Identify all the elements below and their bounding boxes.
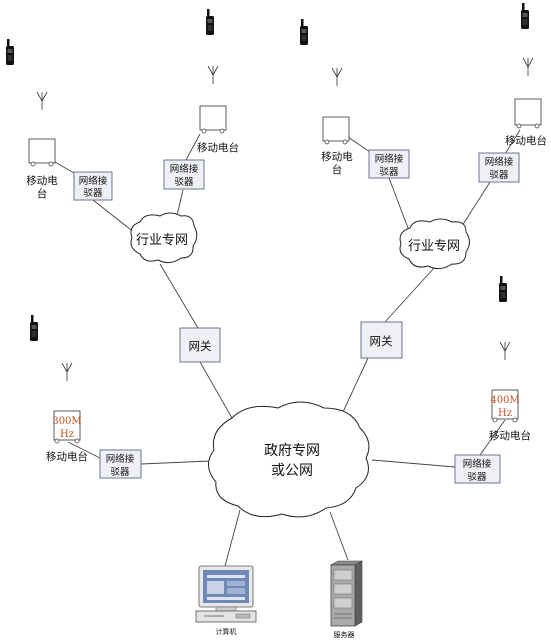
- transceiver-label: 网络接: [485, 156, 514, 168]
- antenna-icon: [499, 341, 511, 361]
- transceiver-label: 驳器: [467, 472, 487, 483]
- gateway-box: 网关: [179, 327, 221, 363]
- industry-network-label: 行业专网: [136, 233, 188, 248]
- wire: [54, 161, 75, 174]
- government-network-label: 或公网: [271, 463, 313, 479]
- antenna-icon: [522, 57, 534, 77]
- frequency-label: 400M: [490, 395, 519, 406]
- industry-network-label: 行业专网: [408, 239, 460, 254]
- industry-network-cloud: 行业专网: [399, 218, 470, 270]
- mobile-station-mr: 400M Hz 移动电台: [489, 341, 531, 442]
- transceiver-label: 驳器: [83, 188, 103, 199]
- mobile-station-tr1: 移动电 台: [321, 67, 353, 176]
- mobile-station-label: 移动电台: [505, 134, 547, 147]
- mobile-station-label: 台: [37, 187, 48, 200]
- radio-unit-icon: [28, 138, 56, 164]
- mobile-station-label: 台: [332, 163, 343, 176]
- mobile-station-tr2: 移动电台: [505, 57, 547, 147]
- mobile-station-ml: 300M Hz 移动电台: [46, 362, 88, 463]
- wire: [371, 459, 456, 468]
- wire: [388, 177, 409, 229]
- wire: [140, 460, 211, 465]
- transceiver-label: 网络接: [106, 453, 135, 465]
- wire: [67, 441, 101, 459]
- wire: [224, 509, 241, 567]
- gateway-box: 网关: [360, 321, 403, 359]
- wire: [504, 129, 521, 155]
- transceiver-box: 网络接 驳器: [99, 449, 142, 479]
- wire: [479, 419, 506, 456]
- transceiver-label: 网络接: [463, 458, 492, 470]
- transceiver-box: 网络接 驳器: [478, 152, 520, 183]
- transceiver-label: 驳器: [110, 467, 130, 478]
- transceiver-label: 驳器: [174, 177, 194, 188]
- handheld-radio-icon: [498, 275, 508, 303]
- computer-label: 计算机: [216, 627, 237, 636]
- frequency-label: 300M: [52, 416, 81, 427]
- wire: [92, 199, 136, 234]
- mobile-station-label: 移动电台: [197, 141, 239, 154]
- transceiver-box: 网络接 驳器: [368, 149, 410, 179]
- gateway-label: 网关: [370, 334, 393, 348]
- computer-icon: 计算机: [195, 565, 257, 636]
- transceiver-label: 网络接: [375, 153, 404, 165]
- mobile-station-tl1: 移动电 台: [26, 91, 58, 200]
- frequency-label: Hz: [60, 429, 74, 440]
- wire: [329, 511, 349, 561]
- wire: [159, 263, 199, 329]
- radio-unit-icon: [199, 105, 227, 131]
- transceiver-label: 驳器: [379, 167, 399, 178]
- government-network-cloud: 政府专网 或公网: [208, 401, 370, 518]
- wire: [199, 361, 233, 419]
- mobile-station-label: 移动电台: [46, 450, 88, 463]
- wire: [342, 357, 369, 413]
- transceiver-box: 网络接 驳器: [73, 171, 113, 201]
- wire: [461, 181, 491, 227]
- radio-unit-icon: [53, 410, 81, 441]
- wire: [185, 133, 201, 161]
- gateway-label: 网关: [189, 339, 212, 353]
- handheld-radio-icon: [520, 2, 530, 30]
- antenna-icon: [61, 362, 73, 382]
- handheld-radio-icon: [29, 314, 39, 342]
- transceiver-label: 网络接: [170, 163, 199, 175]
- mobile-station-label: 移动电: [321, 150, 353, 163]
- handheld-radio-icon: [5, 38, 15, 66]
- radio-unit-icon: [322, 116, 350, 142]
- server-label: 服务器: [334, 630, 355, 639]
- antenna-icon: [36, 91, 48, 111]
- radio-unit-icon: [514, 98, 542, 126]
- antenna-icon: [331, 67, 343, 87]
- mobile-station-label: 移动电: [26, 174, 58, 187]
- antenna-icon: [207, 65, 219, 85]
- server-icon: 服务器: [329, 560, 364, 639]
- wire: [384, 267, 435, 323]
- transceiver-label: 驳器: [489, 170, 509, 181]
- industry-network-cloud: 行业专网: [130, 212, 198, 264]
- transceiver-label: 网络接: [79, 175, 108, 187]
- transceiver-box: 网络接 驳器: [454, 454, 501, 484]
- handheld-radio-icon: [299, 18, 309, 46]
- mobile-station-tl2: 移动电台: [197, 65, 239, 154]
- connection-lines: [54, 129, 521, 567]
- government-network-label: 政府专网: [264, 443, 320, 459]
- frequency-label: Hz: [498, 408, 512, 419]
- mobile-station-label: 移动电台: [489, 429, 531, 442]
- radio-unit-icon: [491, 389, 519, 420]
- handheld-radio-icon: [205, 8, 215, 36]
- transceiver-box: 网络接 驳器: [163, 159, 205, 190]
